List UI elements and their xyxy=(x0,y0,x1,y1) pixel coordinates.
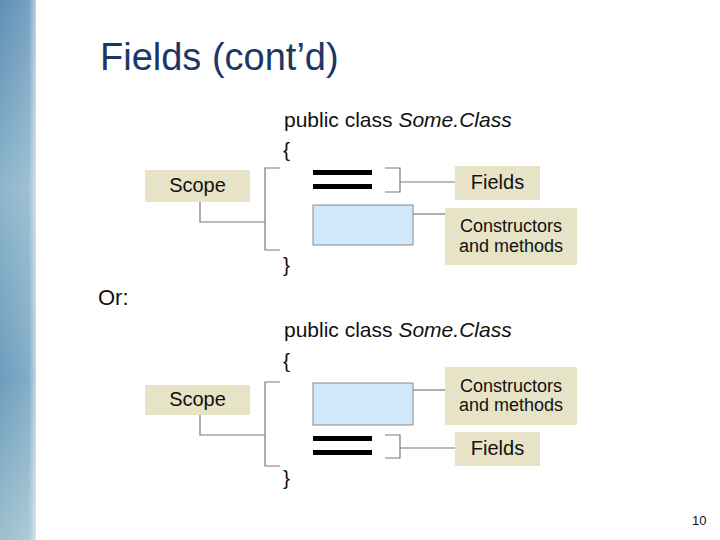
method-block xyxy=(313,205,413,245)
field-bar xyxy=(313,450,372,455)
field-bar xyxy=(313,184,372,189)
leader-line xyxy=(400,447,455,448)
leader-line xyxy=(413,213,445,214)
box-label: Scope xyxy=(169,389,226,411)
text-row: { xyxy=(283,349,296,373)
leader-line xyxy=(413,389,445,390)
field-bracket xyxy=(385,168,400,192)
field-bracket xyxy=(385,435,400,458)
text-row: } xyxy=(283,253,296,277)
members-box: Constructors and methods xyxy=(445,367,577,425)
leader-line xyxy=(200,415,265,435)
brace: } xyxy=(283,253,290,277)
side-strip xyxy=(0,0,36,540)
side-strip-shade xyxy=(0,0,36,540)
box-label: Constructors and methods xyxy=(448,377,574,416)
page-number: 10 xyxy=(692,513,706,528)
field-bar xyxy=(313,170,372,175)
text-row: public classSome.Class xyxy=(284,108,518,132)
text-row: } xyxy=(283,466,296,490)
leader-line xyxy=(200,202,265,222)
brace: { xyxy=(283,349,290,373)
scope-bracket xyxy=(265,168,280,250)
text-row: { xyxy=(283,138,296,162)
slide-title: Fields (cont’d) xyxy=(100,36,339,79)
brace: } xyxy=(283,466,290,490)
note-label: Or: xyxy=(98,285,129,311)
scope-box: Scope xyxy=(145,170,250,202)
members-box: Constructors and methods xyxy=(445,208,577,265)
text-row: 10 xyxy=(692,513,710,528)
fields-box: Fields xyxy=(455,432,540,466)
fields-box: Fields xyxy=(455,166,540,200)
scope-bracket xyxy=(265,382,280,466)
leader-line xyxy=(400,181,455,182)
box-label: Scope xyxy=(169,175,226,197)
text-row: Or: xyxy=(98,285,135,311)
method-block xyxy=(313,383,413,425)
field-bar xyxy=(313,436,372,441)
box-label: Fields xyxy=(471,172,524,194)
scope-box: Scope xyxy=(145,385,250,415)
text-row: public classSome.Class xyxy=(284,318,518,342)
class-name: Some.Class xyxy=(398,108,511,132)
code-keyword: public class xyxy=(284,108,393,132)
code-keyword: public class xyxy=(284,318,393,342)
box-label: Constructors and methods xyxy=(448,217,574,256)
brace: { xyxy=(283,138,290,162)
box-label: Fields xyxy=(471,438,524,460)
class-name: Some.Class xyxy=(398,318,511,342)
